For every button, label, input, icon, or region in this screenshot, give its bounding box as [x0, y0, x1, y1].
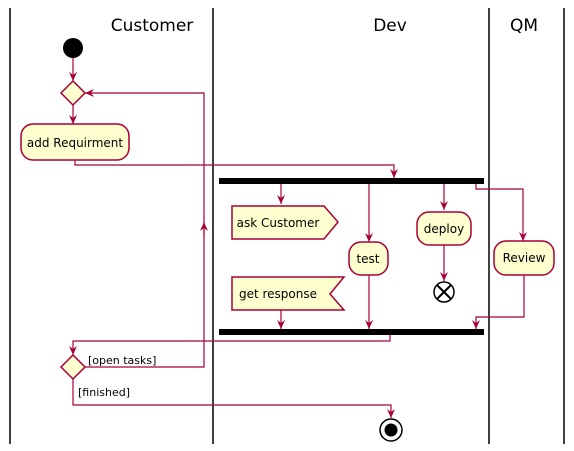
- ask-customer-label: ask Customer: [237, 216, 320, 230]
- lane-title-qm: QM: [510, 16, 538, 36]
- flow-fork-to-review: [475, 184, 527, 241]
- lane-title-dev: Dev: [373, 16, 407, 36]
- review-label: Review: [503, 251, 546, 265]
- guard-finished: [finished]: [78, 386, 130, 399]
- fork-bar: [219, 178, 484, 184]
- flow-join-to-decision: [69, 335, 391, 355]
- start-node: [63, 38, 83, 58]
- ask-customer-node: [231, 205, 339, 240]
- get-response-label: get response: [239, 287, 317, 301]
- add-requirement-label: add Requirment: [27, 136, 124, 150]
- end-node-icon: [379, 418, 403, 442]
- merge-diamond: [59, 79, 87, 107]
- test-label: test: [356, 252, 379, 266]
- guard-open-tasks: [open tasks]: [88, 354, 156, 367]
- deploy-label: deploy: [424, 222, 464, 236]
- flow-final-icon: [433, 281, 455, 303]
- get-response-node: [231, 276, 346, 311]
- join-bar: [219, 329, 484, 335]
- lane-title-customer: Customer: [111, 16, 194, 36]
- flow-review-to-join: [472, 275, 525, 329]
- flow-add-requirement-to-fork: [74, 160, 398, 178]
- decision-diamond: [59, 353, 87, 381]
- flow-finished-to-end: [72, 379, 395, 418]
